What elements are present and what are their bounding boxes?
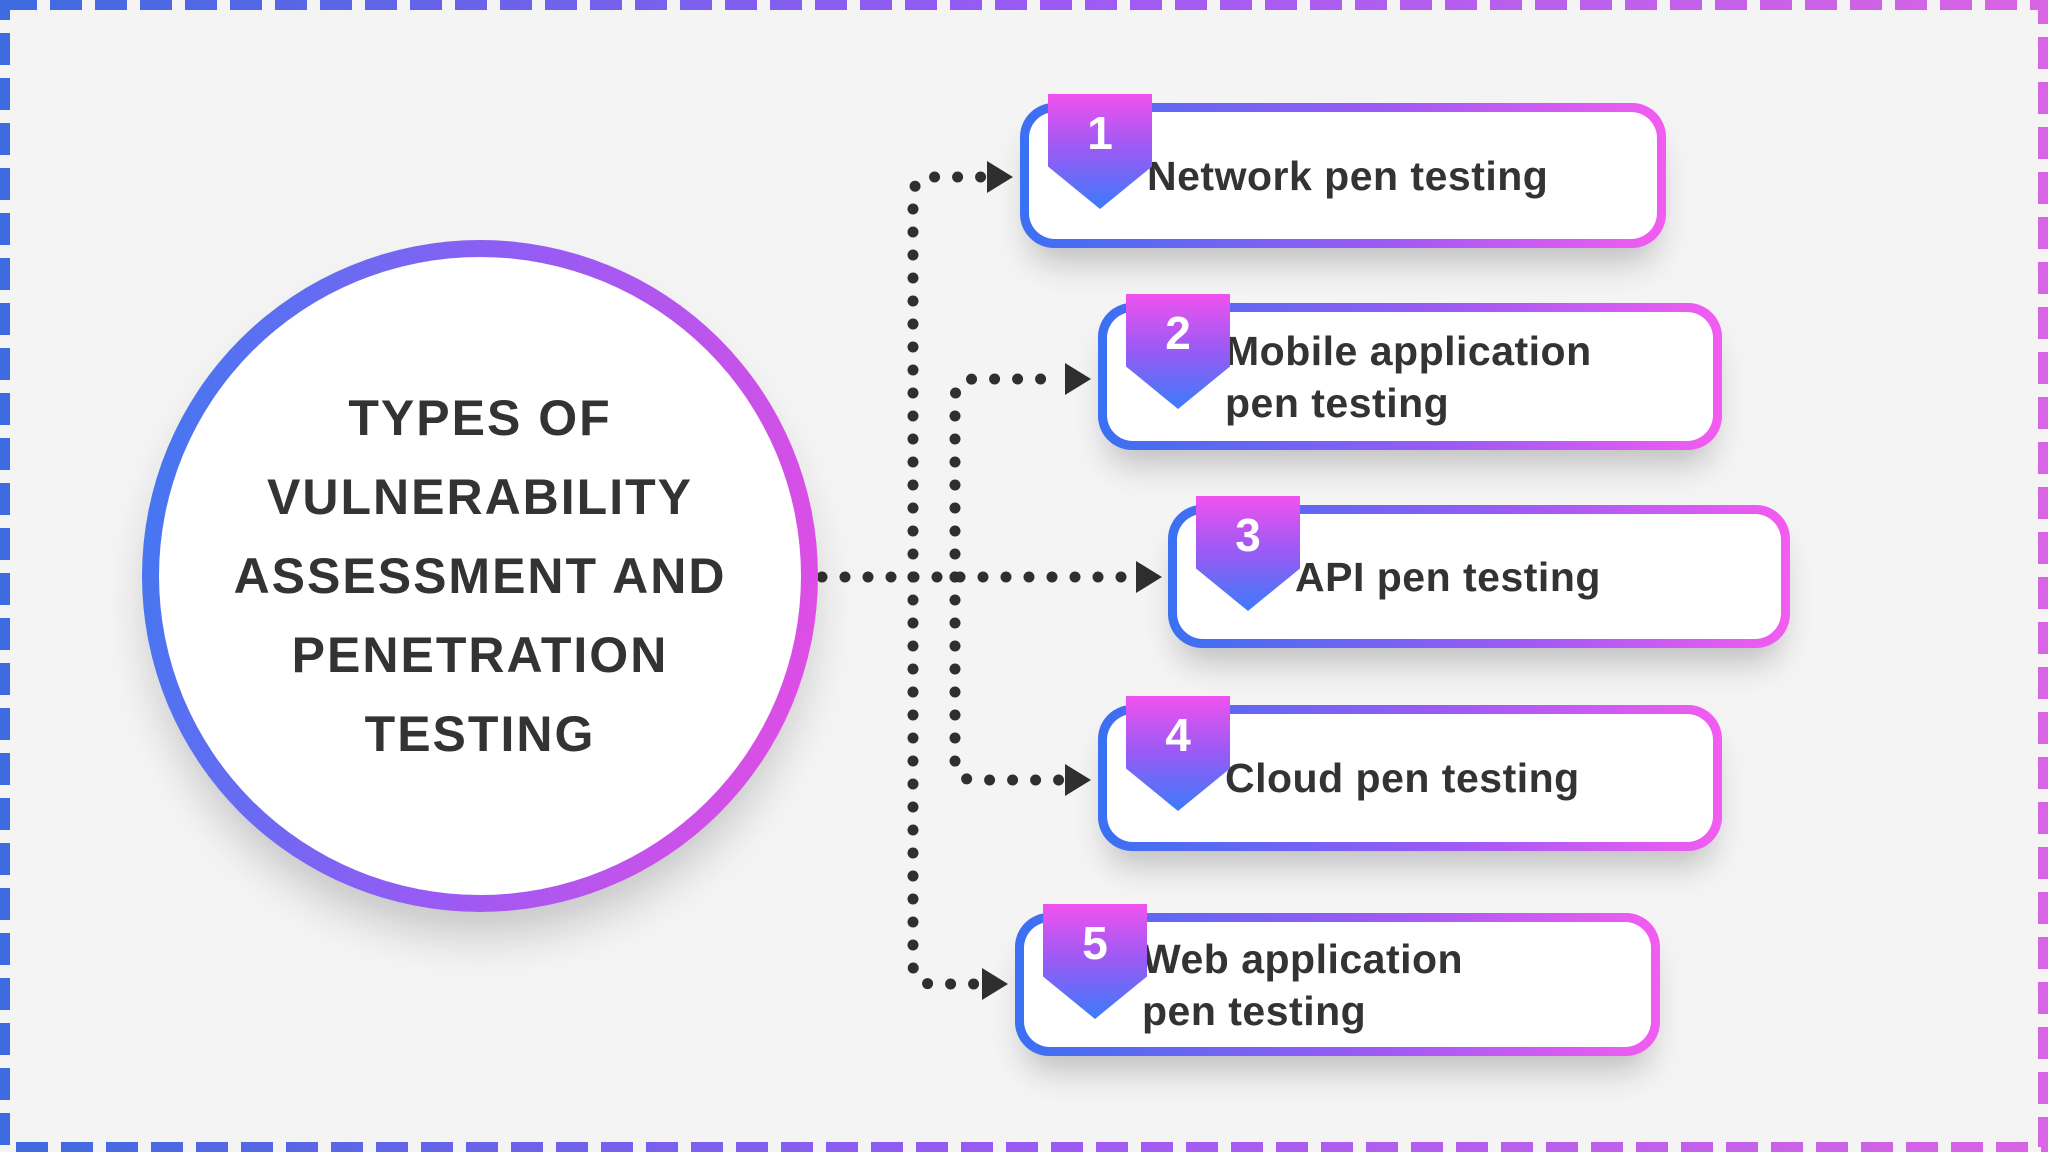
badge-number-3: 3 — [1235, 509, 1261, 561]
item-box-web: 5 Web application pen testing — [1015, 904, 1660, 1056]
hub-circle: TYPES OF VULNERABILITY ASSESSMENT AND PE… — [142, 240, 818, 912]
hub-title: TYPES OF VULNERABILITY ASSESSMENT AND PE… — [233, 389, 727, 762]
item-box-cloud: 4 Cloud pen testing — [1098, 696, 1722, 851]
item-label-web: Web application pen testing — [1142, 935, 1464, 1034]
item-label-network: Network pen testing — [1147, 152, 1549, 199]
arrow-icon — [1136, 561, 1162, 593]
badge-number-4: 4 — [1165, 709, 1191, 761]
badge-number-2: 2 — [1165, 307, 1191, 359]
badge-number-5: 5 — [1082, 917, 1108, 969]
connector-to-box1 — [907, 171, 988, 583]
item-label-mobile: Mobile application pen testing — [1225, 327, 1592, 426]
arrow-icon — [1065, 764, 1091, 796]
item-box-api: 3 API pen testing — [1168, 496, 1790, 648]
item-box-network: 1 Network pen testing — [1020, 94, 1666, 248]
connector-dots — [816, 171, 1142, 990]
connector-to-box5 — [907, 571, 984, 990]
arrow-icon — [1065, 363, 1091, 395]
badge-number-1: 1 — [1087, 107, 1113, 159]
connector-to-box2 — [949, 373, 1066, 583]
item-label-cloud: Cloud pen testing — [1225, 755, 1580, 801]
arrow-icon — [987, 161, 1013, 193]
arrowheads — [982, 161, 1162, 1000]
connector-to-box4 — [949, 571, 1068, 786]
hub-circle-inner: TYPES OF VULNERABILITY ASSESSMENT AND PE… — [159, 257, 801, 895]
item-box-mobile: 2 Mobile application pen testing — [1098, 294, 1722, 450]
arrow-icon — [982, 968, 1008, 1000]
item-label-api: API pen testing — [1295, 553, 1601, 600]
